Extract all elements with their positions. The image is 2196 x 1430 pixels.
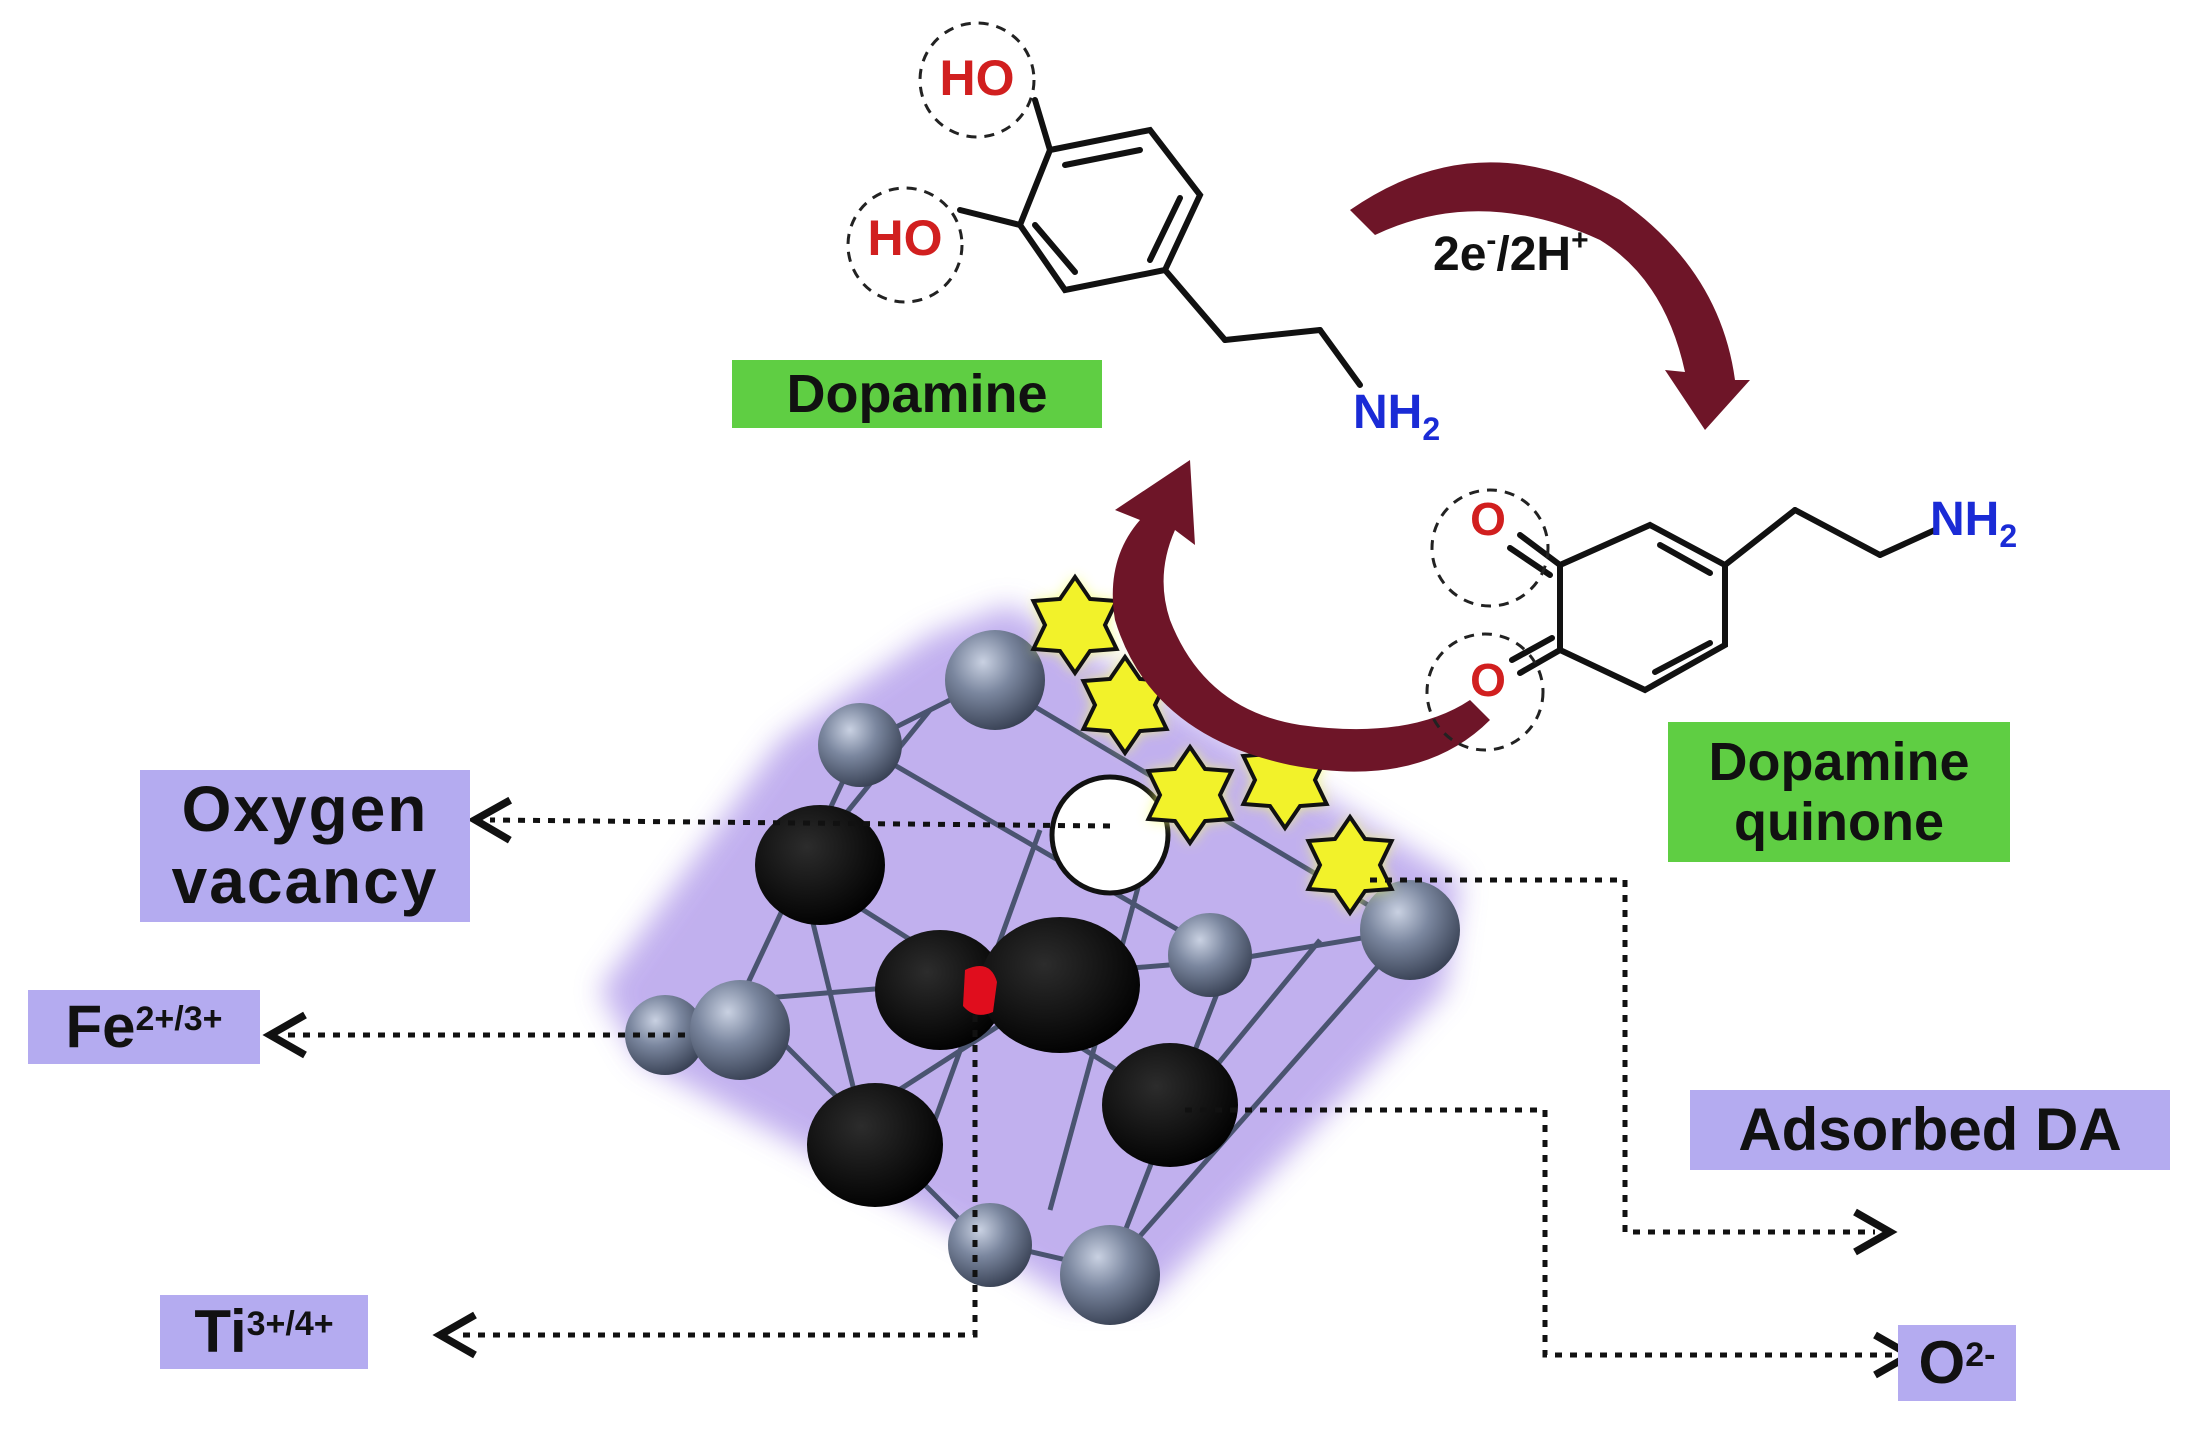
o2-pointer bbox=[1185, 1107, 1918, 1379]
reaction-arrows bbox=[1112, 162, 1750, 772]
dopamine-hydroxyl-1: HO bbox=[940, 50, 1015, 106]
hydroxyl-circle bbox=[846, 186, 964, 304]
adsorbed-da-stars bbox=[1030, 573, 1395, 917]
o2-label-main: O bbox=[1918, 1329, 1966, 1397]
oxygen-circle bbox=[1430, 488, 1550, 608]
oxidation-arrow bbox=[1350, 162, 1750, 430]
quinone-label-line1: Dopamine bbox=[1708, 731, 1970, 792]
adsorbed-da-text: Adsorbed DA bbox=[1738, 1096, 2122, 1164]
quinone-amine: NH2 bbox=[1930, 493, 2017, 554]
fe-label-sup: 2+/3+ bbox=[135, 999, 223, 1038]
ti-pointer bbox=[432, 1015, 978, 1359]
oxygen-circle bbox=[1425, 632, 1545, 752]
oxygen-vacancy-line1: Oxygen bbox=[181, 773, 429, 846]
vacancy-pointer bbox=[467, 796, 1111, 844]
dopamine-label: Dopamine bbox=[732, 360, 1102, 428]
fe-label-main: Fe bbox=[65, 993, 136, 1061]
dopamine-label-text: Dopamine bbox=[786, 363, 1048, 424]
quinone-oxygen-1: O bbox=[1470, 493, 1506, 545]
quinone-label-line2: quinone bbox=[1734, 792, 1944, 852]
dopamine-quinone-label: Dopamine quinone bbox=[1668, 722, 2010, 862]
ti-label-sup: 3+/4+ bbox=[246, 1304, 334, 1343]
ti-sphere bbox=[1168, 913, 1252, 997]
quinone-structure bbox=[1507, 507, 1938, 694]
dopamine-structure bbox=[957, 97, 1363, 388]
oxygen-vacancy-line2: vacancy bbox=[171, 845, 439, 917]
quinone-oxygen-2: O bbox=[1470, 654, 1506, 706]
hydroxyl-circle bbox=[918, 21, 1036, 139]
adsorbed-da-star bbox=[1305, 813, 1395, 917]
dopamine-hydroxyl-circles bbox=[846, 21, 1036, 304]
oxygen-vacancy-site bbox=[1049, 774, 1171, 896]
adsorption-arrow bbox=[1112, 460, 1490, 772]
ti-sphere bbox=[948, 1203, 1032, 1287]
dopamine-hydroxyl-2: HO bbox=[868, 210, 943, 266]
oxygen-sphere bbox=[980, 917, 1140, 1053]
ti-sphere bbox=[1060, 1225, 1160, 1325]
quinone-oxygen-circles bbox=[1425, 488, 1550, 752]
metal-ions bbox=[625, 630, 1460, 1325]
fe-dopant bbox=[963, 966, 997, 1015]
o2-label-sup: 2- bbox=[1965, 1335, 1996, 1374]
ti-sphere bbox=[1360, 880, 1460, 980]
ti-sphere bbox=[690, 980, 790, 1080]
oxygen-sphere bbox=[755, 805, 885, 925]
oxygen-vacancy-label: Oxygen vacancy bbox=[140, 770, 470, 922]
adsorbed-da-label: Adsorbed DA bbox=[1690, 1090, 2170, 1170]
oxygen-sphere bbox=[807, 1083, 943, 1207]
dopamine-amine: NH2 bbox=[1353, 386, 1440, 447]
ti-label-main: Ti bbox=[194, 1298, 247, 1366]
adsorbed-da-star bbox=[1145, 743, 1235, 847]
ti-sphere bbox=[818, 703, 902, 787]
ti-sphere bbox=[945, 630, 1045, 730]
electron-proton-label: 2e-/2H+ bbox=[1433, 224, 1589, 281]
oxygen-sphere bbox=[1102, 1043, 1238, 1167]
pointer-lines bbox=[262, 796, 1918, 1379]
